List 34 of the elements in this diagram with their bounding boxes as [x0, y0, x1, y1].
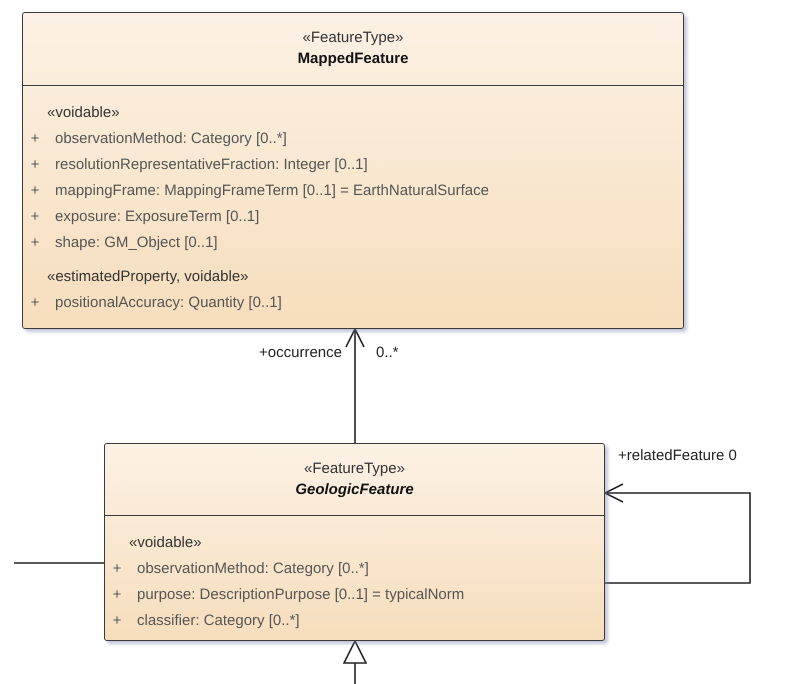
attribute-text: shape: GM_Object [0..1] [55, 232, 218, 253]
stereotype-text: «voidable» [129, 532, 202, 553]
visibility-mark: + [112, 558, 122, 579]
role-label: +occurrence [258, 343, 342, 363]
stereotype-text: «estimatedProperty, voidable» [47, 266, 249, 287]
self-association-arrow [604, 483, 751, 584]
attribute-text: classifier: Category [0..*] [137, 610, 300, 631]
class-name: GeologicFeature [295, 480, 414, 500]
stereotype-text: «voidable» [47, 102, 120, 123]
stereotype-text: «FeatureType» [304, 458, 405, 478]
visibility-mark: + [30, 180, 40, 201]
generalization-arrow [343, 640, 367, 684]
role-label: +relatedFeature 0 [618, 446, 737, 466]
attribute-text: observationMethod: Category [0..*] [137, 558, 369, 579]
stereotype-text: «FeatureType» [302, 28, 404, 48]
multiplicity-label: 0..* [376, 343, 399, 363]
association-line [14, 562, 104, 564]
visibility-mark: + [112, 610, 122, 631]
visibility-mark: + [30, 128, 40, 149]
attribute-text: exposure: ExposureTerm [0..1] [55, 206, 260, 227]
attribute-text: positionalAccuracy: Quantity [0..1] [55, 292, 282, 313]
visibility-mark: + [30, 206, 40, 227]
visibility-mark: + [30, 232, 40, 253]
class-box [22, 12, 684, 329]
association-line [345, 328, 365, 443]
attribute-text: resolutionRepresentativeFraction: Integer [0..1] [55, 154, 368, 175]
visibility-mark: + [30, 292, 40, 313]
attribute-text: observationMethod: Category [0..*] [55, 128, 287, 149]
attribute-text: purpose: DescriptionPurpose [0..1] = typicalNorm [137, 584, 464, 605]
class-box [104, 443, 605, 641]
attribute-text: mappingFrame: MappingFrameTerm [0..1] = EarthNaturalSurface [55, 180, 489, 201]
visibility-mark: + [30, 154, 40, 175]
class-name: MappedFeature [298, 49, 408, 69]
visibility-mark: + [112, 584, 122, 605]
